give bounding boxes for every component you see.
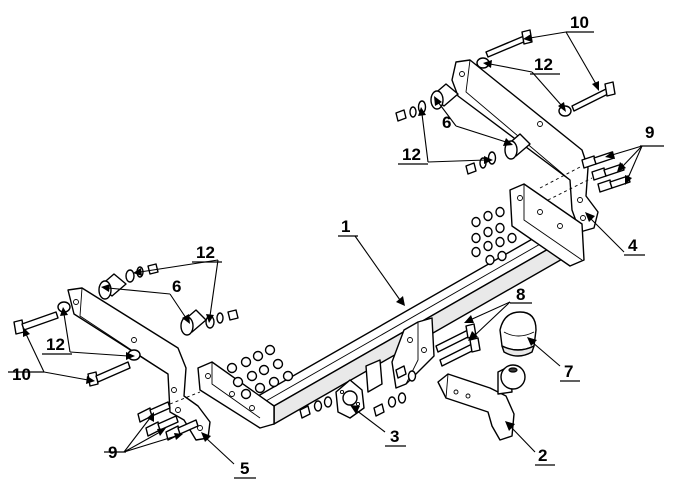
callout-12-upper-left-label: 12 [196,243,215,262]
callout-4: 4 [624,236,645,256]
callout-9-right: 9 [640,123,664,147]
callout-6-right-label: 6 [442,113,451,132]
callout-1-label: 1 [341,217,350,236]
callout-12-mid-right-label: 12 [402,145,421,164]
callout-1: 1 [338,217,358,237]
callout-4-label: 4 [628,236,638,255]
left-beam-nut-cluster [226,344,294,400]
callout-12-lower-left-label: 12 [46,335,65,354]
ball-cover-cap [499,311,537,357]
callout-12-upper-right: 12 [530,55,560,75]
beam-left-end-plate [197,361,275,429]
callout-12-mid-right: 12 [398,145,428,165]
callout-10-right-label: 10 [570,13,589,32]
callout-9-right-label: 9 [645,123,654,142]
left-upper-fasteners [125,263,239,329]
callout-6-left: 6 [172,277,181,296]
callout-5-label: 5 [240,459,249,478]
tow-ball-arm [437,364,526,441]
center-nuts [299,365,417,419]
callout-10-left: 10 [8,365,44,384]
callout-3-label: 3 [390,427,399,446]
left-side-bracket [67,287,211,441]
callout-2-label: 2 [538,446,547,465]
beam-right-end-plate [509,183,585,267]
callout-2: 2 [535,446,555,466]
callout-7-label: 7 [564,362,573,381]
callout-labels: 1 2 3 4 5 6 6 7 8 [8,13,664,479]
callout-10-left-label: 10 [12,365,31,384]
callout-3: 3 [385,427,406,447]
right-beam-nut-cluster [471,206,517,266]
callout-12-lower-left: 12 [42,335,72,355]
callout-6-left-label: 6 [172,277,181,296]
callout-6-right: 6 [442,113,451,132]
callout-10-right: 10 [566,13,594,33]
callout-9-left: 9 [104,443,126,462]
callout-12-upper-left: 12 [192,243,222,263]
callout-7: 7 [560,362,580,382]
callout-5: 5 [234,459,256,479]
callout-8: 8 [510,285,532,304]
leader-lines [23,31,643,465]
callout-12-upper-right-label: 12 [534,55,553,74]
center-bolts [435,323,481,367]
callout-8-label: 8 [516,285,525,304]
